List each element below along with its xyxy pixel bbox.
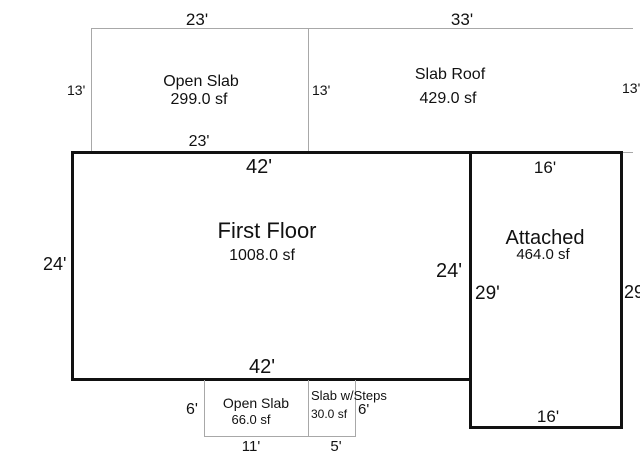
first-floor-dim-bottom: 42'	[248, 356, 276, 378]
slab-roof-dim-right: 13'	[622, 80, 640, 96]
slab-steps-area: 30.0 sf	[311, 407, 348, 421]
first-floor-dim-right: 24'	[436, 260, 463, 282]
slab-steps-dim-bottom: 5'	[330, 438, 342, 455]
open-slab-top-area: 299.0 sf	[170, 91, 228, 108]
slab-roof-name: Slab Roof	[414, 66, 486, 83]
first-floor-area: 1008.0 sf	[229, 247, 295, 264]
attached-dim-top: 16'	[533, 158, 557, 177]
attached-dim-right: 29	[624, 282, 640, 302]
room-attached	[469, 151, 623, 429]
slab-roof-dim-top: 33'	[450, 10, 474, 29]
attached-dim-left: 29'	[475, 283, 500, 304]
room-slab-steps	[308, 380, 356, 437]
open-slab-top-dim-top: 23'	[185, 10, 209, 29]
slab-roof-area: 429.0 sf	[419, 90, 477, 107]
open-slab-bottom-dim-bottom: 11'	[241, 438, 261, 455]
open-slab-top-dim-left: 13'	[67, 82, 86, 98]
attached-dim-bottom: 16'	[536, 407, 560, 426]
slab-steps-dim-right: 6'	[358, 401, 370, 418]
attached-area: 464.0 sf	[516, 246, 570, 263]
room-first-floor	[71, 151, 472, 381]
slab-roof-dim-left: 13'	[312, 82, 331, 98]
open-slab-bottom-dim-left: 6'	[186, 401, 198, 418]
open-slab-bottom-area: 66.0 sf	[231, 412, 271, 427]
open-slab-top-dim-bottom: 23'	[188, 133, 210, 150]
open-slab-bottom-name: Open Slab	[222, 395, 290, 411]
slab-steps-name: Slab w/Steps	[311, 388, 387, 403]
first-floor-name: First Floor	[217, 218, 317, 243]
first-floor-dim-top: 42'	[245, 156, 273, 178]
attached-name: Attached	[505, 227, 585, 249]
first-floor-dim-left: 24'	[43, 254, 67, 274]
open-slab-top-name: Open Slab	[163, 73, 239, 90]
